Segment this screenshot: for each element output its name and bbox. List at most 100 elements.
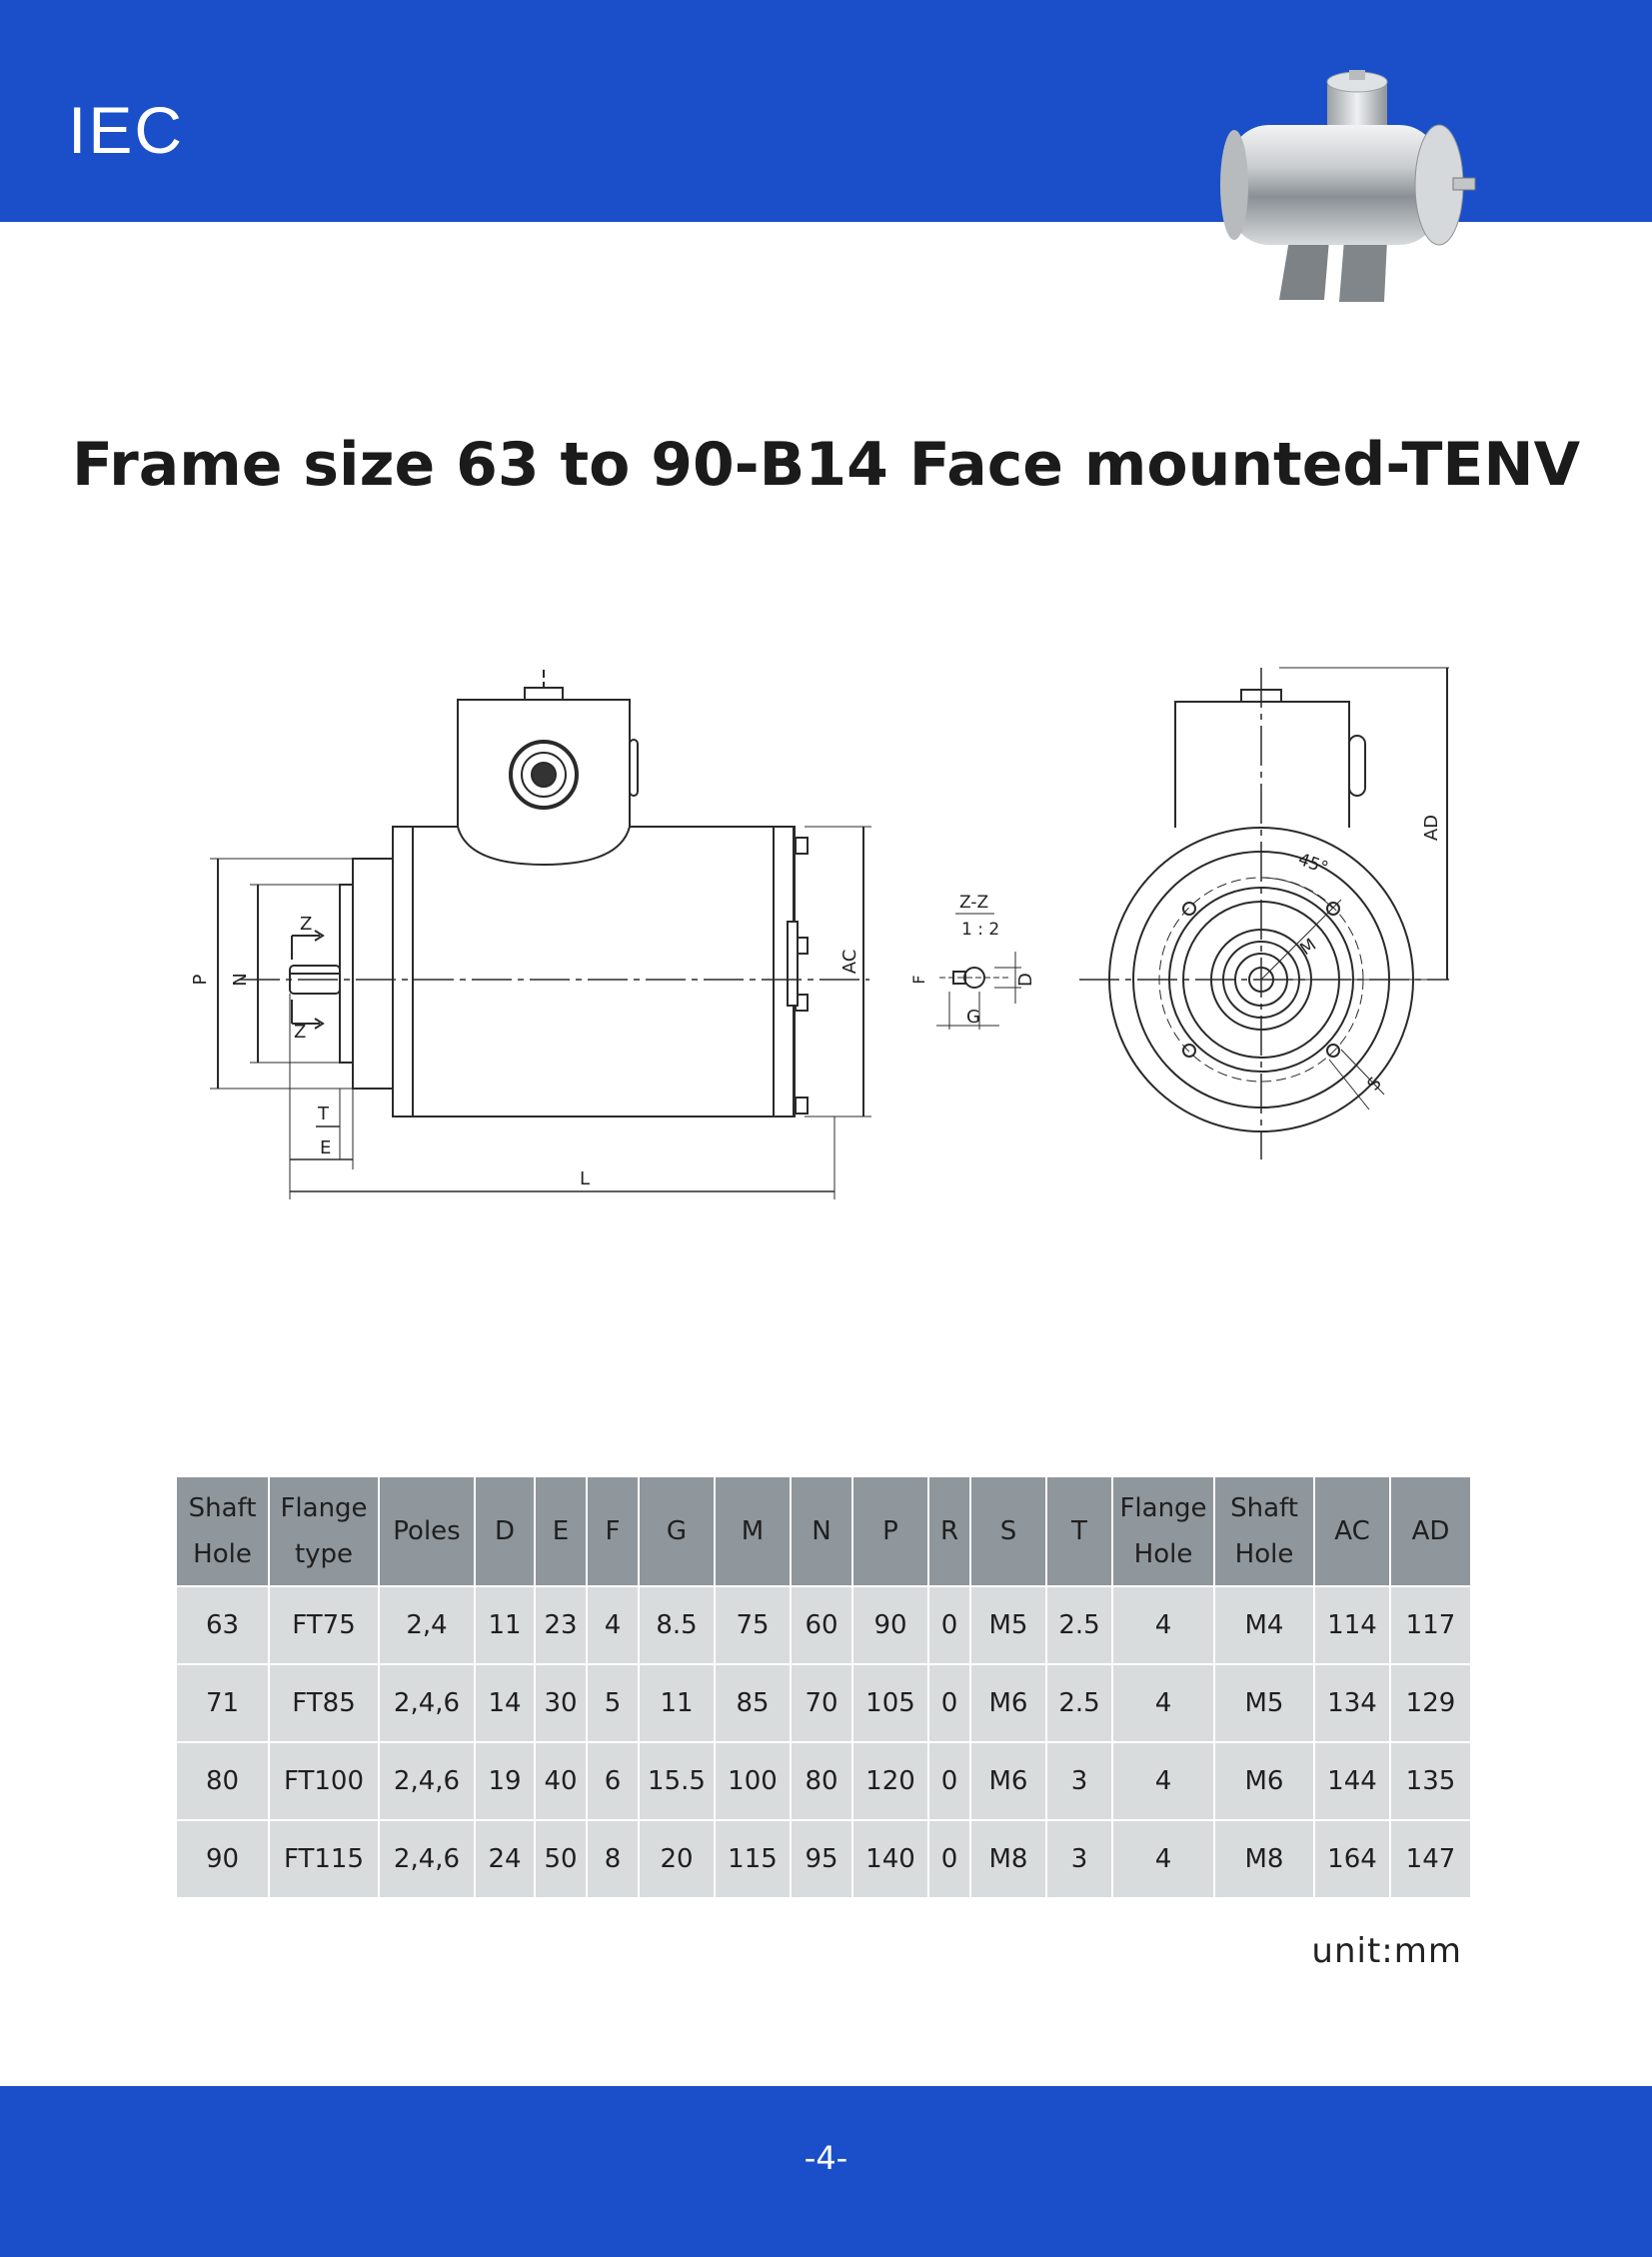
table-cell: FT115 xyxy=(269,1819,380,1897)
table-cell: 20 xyxy=(639,1819,716,1897)
col-header: S xyxy=(970,1477,1047,1586)
table-cell: 95 xyxy=(791,1819,853,1897)
table-cell: 4 xyxy=(1112,1585,1215,1664)
unit-label: unit:mm xyxy=(1311,1931,1462,1971)
table-cell: 15.5 xyxy=(639,1741,716,1820)
table-cell: 135 xyxy=(1390,1741,1470,1820)
table-cell: 4 xyxy=(587,1585,640,1664)
col-header: AD xyxy=(1390,1477,1470,1586)
table-cell: FT100 xyxy=(269,1741,380,1820)
table-cell: M5 xyxy=(1214,1663,1315,1742)
table-cell: 140 xyxy=(852,1819,929,1897)
table-cell: 144 xyxy=(1314,1741,1391,1820)
col-header: AC xyxy=(1314,1477,1391,1586)
table-cell: 0 xyxy=(928,1741,971,1820)
table-cell: 164 xyxy=(1314,1819,1391,1897)
col-header: N xyxy=(791,1477,853,1586)
table-cell: 2,4,6 xyxy=(379,1819,476,1897)
table-cell: 129 xyxy=(1390,1663,1470,1742)
label-Z-bottom: Z xyxy=(294,1022,306,1043)
col-header: R xyxy=(928,1477,971,1586)
table-cell: M8 xyxy=(1214,1819,1315,1897)
col-header: Poles xyxy=(379,1477,476,1586)
table-cell: 8.5 xyxy=(639,1585,716,1664)
table-cell: 4 xyxy=(1112,1663,1215,1742)
table-cell: 60 xyxy=(791,1585,853,1664)
page-title: Frame size 63 to 90-B14 Face mounted-TEN… xyxy=(71,430,1581,500)
col-header: M xyxy=(715,1477,792,1586)
label-Z-top: Z xyxy=(300,914,312,935)
table-cell: 115 xyxy=(715,1819,792,1897)
table-cell: 80 xyxy=(177,1741,270,1820)
label-section: Z-Z xyxy=(959,893,988,913)
table-cell: 19 xyxy=(475,1741,536,1820)
motor-photo xyxy=(1220,70,1476,302)
table-cell: 80 xyxy=(791,1741,853,1820)
table-cell: 85 xyxy=(715,1663,792,1742)
label-E: E xyxy=(320,1137,331,1158)
table-cell: M5 xyxy=(970,1585,1047,1664)
table-cell: 5 xyxy=(587,1663,640,1742)
side-view: P N Z Z T E L AC xyxy=(190,670,871,1199)
table-cell: 4 xyxy=(1112,1741,1215,1820)
label-T: T xyxy=(317,1104,330,1125)
technical-drawing: P N Z Z T E L AC Z-Z 1 : 2 F D G xyxy=(190,667,1449,1199)
table-cell: 24 xyxy=(475,1819,536,1897)
table-cell: 40 xyxy=(535,1741,588,1820)
table-cell: M4 xyxy=(1214,1585,1315,1664)
label-D: D xyxy=(1015,973,1036,987)
label-N: N xyxy=(230,973,251,986)
table-cell: 114 xyxy=(1314,1585,1391,1664)
label-AC: AC xyxy=(839,950,860,975)
table-cell: 63 xyxy=(177,1585,270,1664)
table-cell: 2.5 xyxy=(1046,1585,1113,1664)
table-cell: 2,4,6 xyxy=(379,1663,476,1742)
table-cell: 100 xyxy=(715,1741,792,1820)
label-AD: AD xyxy=(1421,815,1442,841)
page-number: -4- xyxy=(804,2139,848,2177)
table-cell: FT75 xyxy=(269,1585,380,1664)
table-cell: 90 xyxy=(177,1819,270,1897)
table-cell: 30 xyxy=(535,1663,588,1742)
label-S: S xyxy=(1364,1074,1386,1095)
label-M: M xyxy=(1296,935,1319,960)
brand-label: IEC xyxy=(68,93,185,167)
table-cell: 0 xyxy=(928,1585,971,1664)
table-cell: 14 xyxy=(475,1663,536,1742)
label-F: F xyxy=(909,975,928,984)
table-cell: M6 xyxy=(970,1741,1047,1820)
table-cell: 2,4,6 xyxy=(379,1741,476,1820)
col-header: E xyxy=(535,1477,588,1586)
table-cell: 3 xyxy=(1046,1819,1113,1897)
table-cell: 6 xyxy=(587,1741,640,1820)
table-cell: 11 xyxy=(639,1663,716,1742)
table-cell: 4 xyxy=(1112,1819,1215,1897)
table-cell: 71 xyxy=(177,1663,270,1742)
table-cell: M6 xyxy=(1214,1741,1315,1820)
label-G: G xyxy=(966,1007,980,1028)
table-cell: 2.5 xyxy=(1046,1663,1113,1742)
table-cell: 105 xyxy=(852,1663,929,1742)
label-angle: 45° xyxy=(1295,850,1330,879)
table-cell: 90 xyxy=(852,1585,929,1664)
col-header: P xyxy=(852,1477,929,1586)
section-view: Z-Z 1 : 2 F D G xyxy=(909,893,1036,1030)
label-scale: 1 : 2 xyxy=(961,920,999,940)
col-header: G xyxy=(639,1477,716,1586)
table-cell: 50 xyxy=(535,1819,588,1897)
table-cell: 147 xyxy=(1390,1819,1470,1897)
table-cell: 8 xyxy=(587,1819,640,1897)
footer-band xyxy=(0,2086,1652,2257)
table-cell: 0 xyxy=(928,1819,971,1897)
table-cell: 23 xyxy=(535,1585,588,1664)
